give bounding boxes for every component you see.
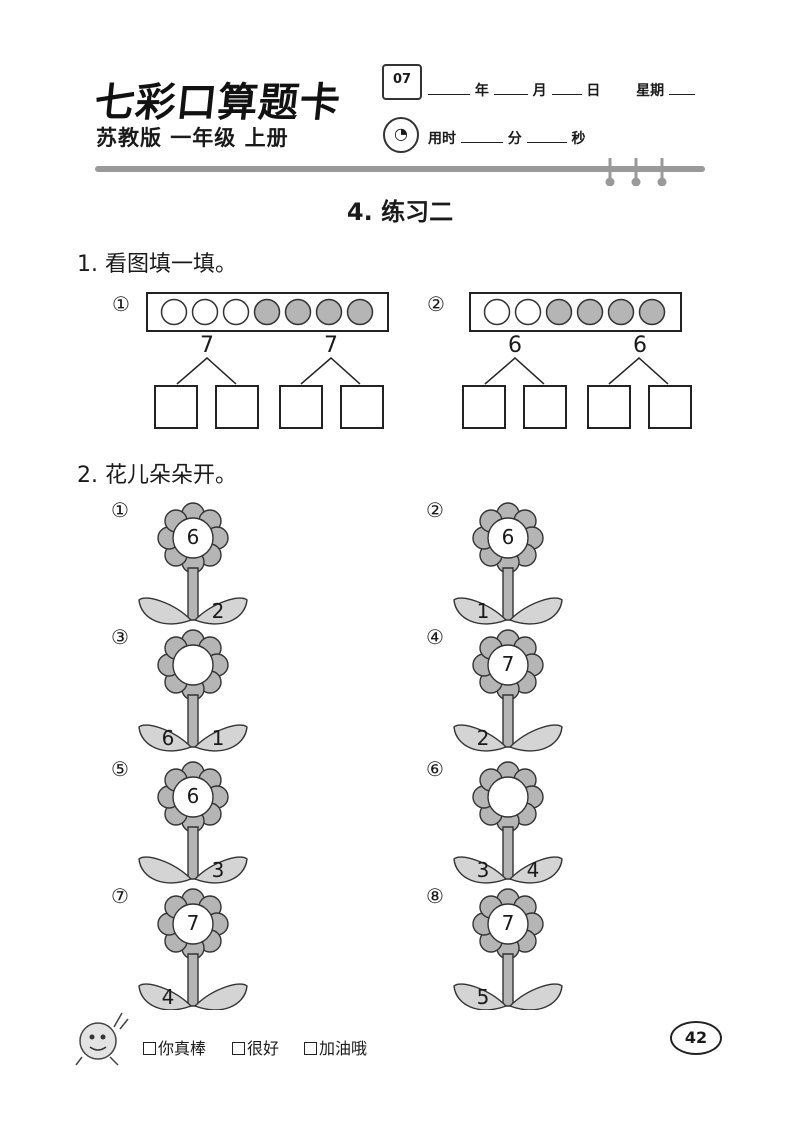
split-branch bbox=[300, 357, 361, 385]
leaf-right-number: 3 bbox=[211, 858, 225, 882]
rating-option-good[interactable]: 很好 bbox=[232, 1035, 279, 1059]
rating-label: 很好 bbox=[247, 1039, 280, 1058]
gray-bead bbox=[253, 298, 281, 326]
flower-marker: ⑤ bbox=[111, 757, 129, 781]
time-used-label: 用时 bbox=[428, 131, 456, 147]
gray-bead bbox=[284, 298, 312, 326]
rule-decoration-icon bbox=[605, 158, 667, 186]
leaf-left-number: 2 bbox=[476, 726, 490, 750]
answer-box[interactable] bbox=[462, 385, 506, 429]
time-fields: 用时 分 秒 bbox=[428, 128, 628, 148]
answer-box[interactable] bbox=[279, 385, 323, 429]
q1-item1-total-right: 7 bbox=[324, 333, 338, 358]
q1-marker-2: ② bbox=[427, 292, 445, 316]
month-label: 月 bbox=[532, 83, 547, 99]
page-number: 42 bbox=[670, 1021, 722, 1055]
flower-marker: ① bbox=[111, 498, 129, 522]
q1-marker-1: ① bbox=[112, 292, 130, 316]
bead-frame-2 bbox=[469, 292, 682, 332]
split-branch bbox=[484, 357, 545, 385]
flower-marker: ④ bbox=[426, 625, 444, 649]
white-bead bbox=[160, 298, 188, 326]
flower-center-number: 7 bbox=[186, 911, 200, 935]
flower-center-number: 6 bbox=[186, 525, 200, 549]
checkbox[interactable] bbox=[143, 1042, 156, 1055]
answer-box[interactable] bbox=[523, 385, 567, 429]
date-fields: 年 月 日 星期 bbox=[428, 80, 708, 100]
leaf-left-number: 6 bbox=[161, 726, 175, 750]
flower-center-number: 6 bbox=[501, 525, 515, 549]
flower-marker: ⑦ bbox=[111, 884, 129, 908]
edition-label: 苏教版 一年级 上册 bbox=[96, 126, 289, 150]
rating-label: 你真棒 bbox=[158, 1039, 207, 1058]
leaf-right-number: 2 bbox=[211, 599, 225, 623]
mascot-icon bbox=[75, 1012, 129, 1066]
gray-bead bbox=[607, 298, 635, 326]
seconds-label: 秒 bbox=[571, 131, 586, 147]
q1-item2-total-left: 6 bbox=[508, 333, 522, 358]
flower-center-number: 6 bbox=[186, 784, 200, 808]
white-bead bbox=[191, 298, 219, 326]
flower-marker: ⑥ bbox=[426, 757, 444, 781]
year-label: 年 bbox=[474, 83, 489, 99]
question-2-heading: 2. 花儿朵朵开。 bbox=[77, 463, 237, 488]
flower-marker: ② bbox=[426, 498, 444, 522]
white-bead bbox=[483, 298, 511, 326]
white-bead bbox=[222, 298, 250, 326]
checkbox[interactable] bbox=[304, 1042, 317, 1055]
seconds-blank[interactable] bbox=[526, 128, 567, 143]
rating-label: 加油哦 bbox=[319, 1039, 368, 1058]
answer-box[interactable] bbox=[648, 385, 692, 429]
gray-bead bbox=[346, 298, 374, 326]
header-rule bbox=[95, 166, 705, 172]
question-1-figures bbox=[146, 292, 692, 429]
rating-option-excellent[interactable]: 你真棒 bbox=[143, 1035, 206, 1059]
weekday-label: 星期 bbox=[636, 83, 665, 99]
leaf-left-number: 5 bbox=[476, 985, 490, 1009]
leaf-right-number: 1 bbox=[211, 726, 225, 750]
month-blank[interactable] bbox=[493, 80, 528, 95]
gray-bead bbox=[315, 298, 343, 326]
flower-marker: ⑧ bbox=[426, 884, 444, 908]
answer-box[interactable] bbox=[215, 385, 259, 429]
bead-frame-1 bbox=[146, 292, 389, 332]
year-blank[interactable] bbox=[428, 80, 470, 95]
flower-center-number: 7 bbox=[501, 911, 515, 935]
gray-bead bbox=[545, 298, 573, 326]
lesson-title: 4. 练习二 bbox=[346, 198, 454, 226]
gray-bead bbox=[576, 298, 604, 326]
day-blank[interactable] bbox=[551, 80, 582, 95]
minutes-blank[interactable] bbox=[460, 128, 503, 143]
flower-marker: ③ bbox=[111, 625, 129, 649]
question-1-heading: 1. 看图填一填。 bbox=[77, 252, 237, 277]
day-label: 日 bbox=[586, 83, 601, 99]
weekday-blank[interactable] bbox=[669, 80, 695, 95]
rating-option-keep-trying[interactable]: 加油哦 bbox=[304, 1035, 367, 1059]
clock-icon: ◔ bbox=[383, 117, 419, 153]
minutes-label: 分 bbox=[507, 131, 522, 147]
answer-box[interactable] bbox=[154, 385, 198, 429]
leaf-left-number: 1 bbox=[476, 599, 490, 623]
leaf-left-number: 4 bbox=[161, 985, 175, 1009]
leaf-right-number: 4 bbox=[526, 858, 540, 882]
answer-box[interactable] bbox=[587, 385, 631, 429]
gray-bead bbox=[638, 298, 666, 326]
answer-box[interactable] bbox=[340, 385, 384, 429]
flower-center-number: 7 bbox=[501, 652, 515, 676]
q1-item2-total-right: 6 bbox=[633, 333, 647, 358]
white-bead bbox=[514, 298, 542, 326]
q1-item1-total-left: 7 bbox=[200, 333, 214, 358]
calendar-icon: 07 bbox=[382, 64, 422, 100]
checkbox[interactable] bbox=[232, 1042, 245, 1055]
split-branch bbox=[176, 357, 237, 385]
leaf-left-number: 3 bbox=[476, 858, 490, 882]
split-branch bbox=[608, 357, 669, 385]
